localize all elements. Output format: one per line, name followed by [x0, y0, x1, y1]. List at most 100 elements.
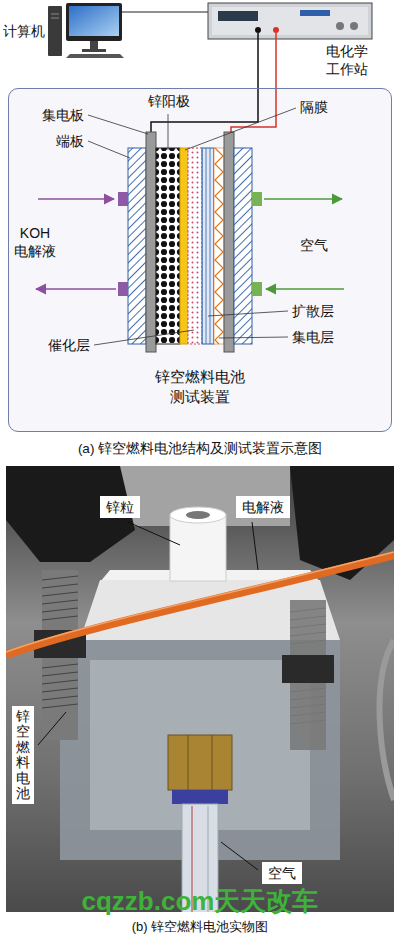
flow-name: KOH 电解液	[14, 224, 56, 260]
leader-line	[88, 115, 148, 134]
leader-line	[208, 311, 288, 316]
node-text: 锌空燃料电池	[16, 709, 30, 801]
leader-line	[168, 114, 169, 150]
workstation-icon	[208, 3, 372, 39]
cell-photo	[42, 608, 78, 612]
part-name: 催化层	[48, 336, 90, 354]
workstation-icon	[212, 7, 368, 35]
cell-layers	[202, 148, 214, 344]
node-text: 锌粒	[106, 498, 134, 516]
flow-arrows	[266, 288, 344, 290]
leader-line	[128, 522, 180, 545]
workstation-icon	[350, 22, 358, 30]
cell-layers	[180, 148, 188, 344]
part-name: 集电板	[42, 106, 84, 124]
cell-layers	[252, 192, 262, 206]
workstation-icon	[218, 11, 258, 21]
photo-label: 空气	[262, 862, 302, 884]
leader-line	[38, 522, 258, 870]
computer-icon	[82, 49, 106, 52]
cell-photo	[380, 640, 394, 800]
computer-icon	[69, 6, 119, 36]
cell-photo	[188, 735, 189, 790]
workstation-icon	[300, 10, 330, 16]
figure-caption: (a) 锌空燃料电池结构及测试装置示意图	[0, 440, 400, 458]
cell-photo	[172, 790, 228, 804]
cell-photo	[6, 466, 135, 562]
cell-photo	[42, 704, 78, 708]
part-name: 隔膜	[300, 98, 328, 116]
part-name: 集电层	[292, 328, 334, 346]
computer-icon	[66, 3, 122, 41]
leader-line	[252, 522, 258, 570]
frame-ground	[8, 88, 392, 432]
node-text: 空气	[268, 864, 296, 882]
cell-photo	[42, 600, 78, 604]
cell-photo	[42, 584, 78, 588]
workstation-icon	[273, 27, 279, 33]
workstation-icon	[208, 3, 372, 39]
cell-photo	[42, 592, 78, 596]
leader-line	[219, 337, 288, 338]
flow-name: 空气	[300, 236, 328, 254]
cell-photo	[42, 672, 78, 676]
leader-line	[38, 712, 66, 745]
part-name: 端板	[56, 132, 84, 150]
cell-photo	[170, 507, 226, 523]
cell-photo	[42, 576, 78, 580]
cell-photo	[6, 466, 394, 912]
leader-line	[94, 330, 194, 345]
device-name: 电化学 工作站	[326, 42, 368, 78]
cell-photo	[42, 616, 78, 620]
photo-label: 电解液	[236, 496, 290, 518]
flow-arrows	[264, 198, 342, 200]
computer-icon	[48, 3, 124, 58]
cell-photo	[6, 555, 394, 655]
flow-arrows	[38, 198, 114, 200]
cell-photo	[42, 664, 78, 668]
red-wire	[231, 33, 276, 132]
workstation-icon	[255, 27, 261, 33]
cell-photo	[212, 735, 213, 790]
cell-layers	[156, 148, 180, 344]
figure-caption: (b) 锌空燃料电池实物图	[0, 919, 400, 936]
workstation-icon	[336, 22, 344, 30]
node-text: 电解液	[242, 498, 284, 516]
cell-photo	[120, 466, 290, 526]
cell-photo	[6, 552, 394, 652]
photo-label: 锌空燃料电池	[12, 706, 34, 804]
cell-layers	[252, 282, 262, 296]
cell-layers	[188, 148, 202, 344]
computer-icon	[48, 6, 62, 56]
device-name: 计算机	[3, 22, 45, 40]
cell-photo	[170, 515, 226, 581]
watermark: cqzzb.com天天改车	[0, 888, 400, 914]
cell-photo	[282, 655, 334, 683]
leader-line	[185, 108, 296, 150]
cell-layers	[118, 282, 128, 296]
flow-arrows	[36, 288, 116, 290]
cell-layers	[118, 192, 128, 206]
cell-photo	[186, 511, 210, 519]
flow-arrows	[36, 199, 344, 289]
cell-layers	[214, 148, 224, 344]
leader-line	[88, 108, 296, 345]
cell-layers	[146, 132, 156, 352]
part-name: 扩散层	[292, 302, 334, 320]
test-device-frame: 锌空燃料电池 测试装置	[8, 88, 392, 432]
node-text: 锌空燃料电池 测试装置	[155, 367, 245, 406]
leader-line	[221, 842, 258, 870]
cell-photo	[168, 735, 232, 790]
cell-layers	[215, 148, 223, 344]
cell-photo	[42, 696, 78, 700]
black-wire	[151, 33, 258, 132]
leader-line	[88, 141, 130, 158]
signal-wire	[122, 11, 208, 12]
cell-photo	[42, 688, 78, 692]
cell-layers	[224, 132, 234, 352]
computer-icon	[90, 41, 98, 49]
cell-layers	[128, 148, 146, 344]
computer-icon	[51, 14, 59, 15]
computer-icon	[66, 54, 124, 58]
part-name: 锌阳极	[148, 92, 190, 110]
